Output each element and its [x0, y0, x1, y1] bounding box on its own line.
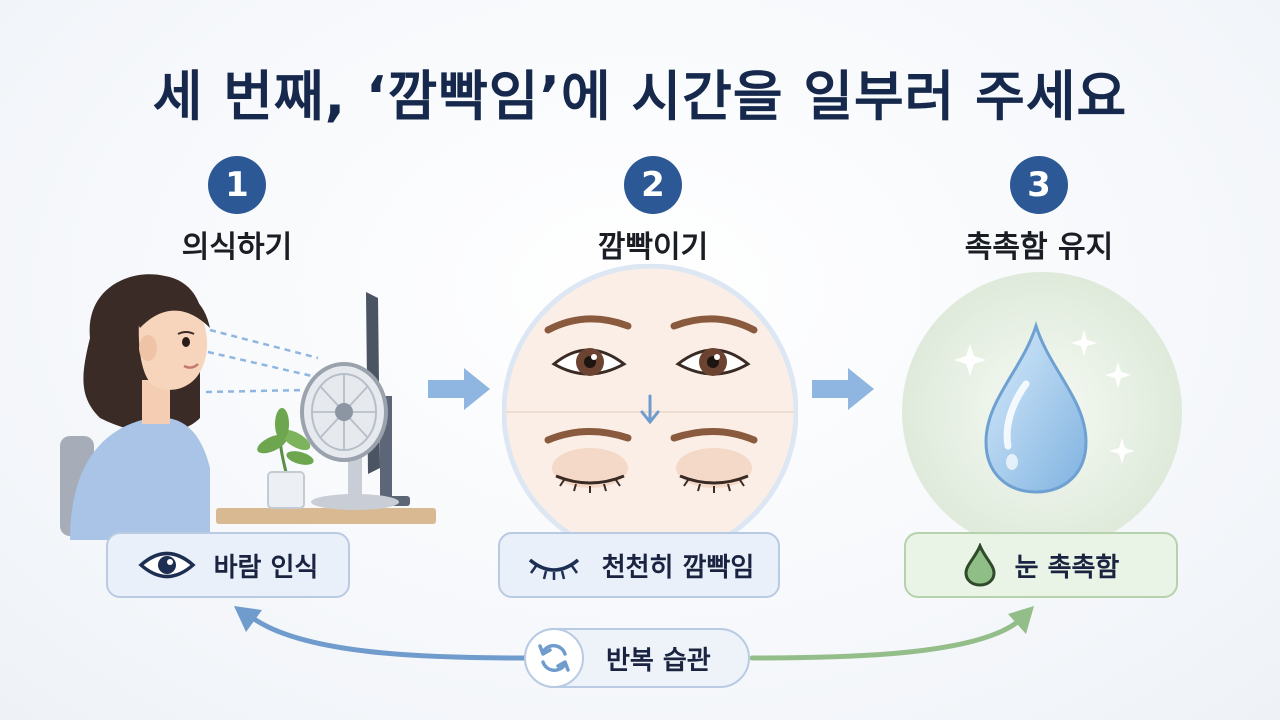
pill-wind-awareness: 바람 인식 — [106, 532, 350, 598]
face — [138, 294, 208, 390]
desk — [216, 508, 436, 524]
step-3-label: 촉촉함 유지 — [964, 230, 1114, 265]
closed-eye-icon — [524, 550, 584, 580]
pill-slow-blink: 천천히 깜빡임 — [498, 532, 780, 598]
water-drop-icon — [963, 543, 997, 587]
arrow-down-icon — [640, 394, 660, 425]
open-eyes — [544, 315, 758, 376]
page-title: 세 번째, ‘깜빡임’에 시간을 일부러 주세요 — [152, 65, 1128, 128]
eye-icon — [137, 548, 196, 582]
sweater — [70, 417, 210, 540]
moisture-circle — [902, 272, 1182, 552]
water-drop-icon — [984, 321, 1088, 494]
repeat-habit-label: 반복 습관 — [606, 645, 711, 676]
fan — [300, 362, 399, 510]
sparkle-icons — [954, 330, 1135, 464]
repeat-habit-pill: 반복 습관 — [524, 628, 750, 688]
cycle-arrows — [234, 606, 1034, 661]
refresh-icon — [524, 628, 584, 688]
closed-eyes — [544, 428, 758, 493]
cycle-arrow-right — [749, 617, 1023, 661]
woman-fan-scene — [60, 274, 436, 540]
plant — [257, 408, 314, 509]
arrowhead — [234, 606, 262, 632]
pill-text: 눈 촉촉함 — [1014, 552, 1120, 583]
step-2-number: 2 — [624, 156, 682, 214]
cycle-arrow-left — [247, 613, 529, 661]
arrow-right-icon — [812, 368, 874, 410]
arrow-right-icon — [428, 368, 490, 410]
arrowhead — [1008, 606, 1034, 634]
step-2-label: 깜빡이기 — [597, 230, 709, 265]
pill-text: 천천히 깜빡임 — [601, 552, 755, 583]
pill-moist-eyes: 눈 촉촉함 — [904, 532, 1178, 598]
step-3-number: 3 — [1010, 156, 1068, 214]
wind-line — [209, 328, 319, 360]
pill-text: 바람 인식 — [213, 552, 319, 583]
step-1-number: 1 — [208, 156, 266, 214]
wind-line — [205, 388, 307, 394]
blink-circle — [502, 264, 798, 561]
wind-line — [207, 350, 313, 378]
step-1-label: 의식하기 — [181, 230, 293, 265]
